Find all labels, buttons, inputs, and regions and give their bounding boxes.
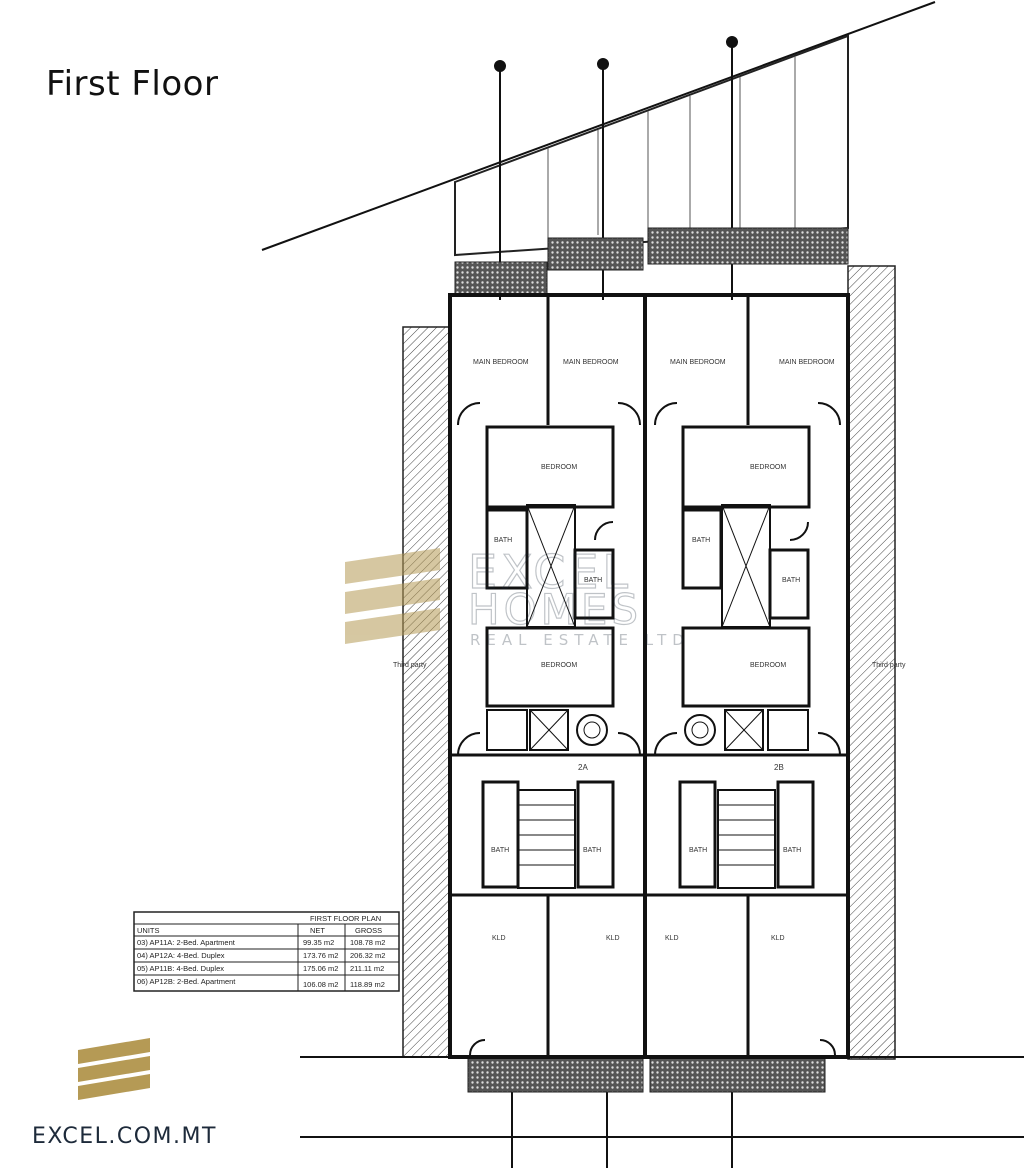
svg-text:HOMES: HOMES [468, 585, 642, 634]
unit-label-2a: 2A [578, 763, 588, 772]
room-label-bedroom-1: BEDROOM [541, 464, 577, 471]
svg-text:REAL ESTATE LTD: REAL ESTATE LTD [470, 631, 690, 649]
party-wall-left [402, 326, 451, 1058]
balcony-top-1 [454, 261, 548, 295]
terrace-outline [454, 34, 849, 257]
section-markers [494, 36, 738, 1168]
schedule-row-1-gross: 108.78 m2 [350, 938, 385, 947]
room-label-kld-1: KLD [492, 935, 506, 942]
area-schedule-table: FIRST FLOOR PLAN UNITS NET GROSS 03) AP1… [133, 911, 400, 992]
brand-logo-icon [78, 1038, 150, 1100]
room-label-bedroom-3: BEDROOM [541, 662, 577, 669]
room-label-bedroom-4: BEDROOM [750, 662, 786, 669]
schedule-row-4-gross: 118.89 m2 [350, 980, 385, 989]
watermark-logo [345, 548, 440, 644]
bedroom-block-a1 [485, 425, 615, 509]
schedule-header-net: NET [310, 926, 325, 935]
schedule-row-2-unit: 04) AP12A: 4-Bed. Duplex [137, 951, 225, 960]
schedule-header-gross: GROSS [355, 926, 382, 935]
party-label-left: Third party [393, 662, 427, 669]
room-label-kld-2: KLD [606, 935, 620, 942]
schedule-row-1-unit: 03) AP11A: 2-Bed. Apartment [137, 938, 236, 947]
schedule-title: FIRST FLOOR PLAN [310, 914, 381, 923]
balcony-bottom-2 [649, 1057, 826, 1093]
room-label-kld-4: KLD [771, 935, 785, 942]
terrace-dividers [499, 56, 796, 250]
schedule-row-3-gross: 211.11 m2 [350, 964, 384, 973]
room-label-main-bedroom-1: MAIN BEDROOM [473, 359, 529, 366]
svg-text:EXCEL: EXCEL [468, 545, 632, 599]
bedroom-block-b1 [681, 425, 811, 509]
building-outline [448, 293, 850, 1059]
watermark-text: EXCEL HOMES REAL ESTATE LTD [467, 544, 690, 649]
schedule-row-3-net: 175.06 m2 [303, 964, 338, 973]
room-label-main-bedroom-2: MAIN BEDROOM [563, 359, 619, 366]
schedule-row-2-net: 173.76 m2 [303, 951, 338, 960]
room-label-bath-6: BATH [583, 847, 601, 854]
room-label-kld-3: KLD [665, 935, 679, 942]
room-label-bath-7: BATH [689, 847, 707, 854]
room-label-bath-8: BATH [783, 847, 801, 854]
bedroom-block-b2 [681, 626, 811, 708]
balcony-top-3 [647, 227, 849, 265]
schedule-row-4-net: 106.08 m2 [303, 980, 338, 989]
schedule-header-units: UNITS [137, 926, 160, 935]
balcony-bottom-1 [467, 1057, 644, 1093]
schedule-row-1-net: 99.35 m2 [303, 938, 334, 947]
room-label-bath-2: BATH [584, 577, 602, 584]
room-label-bath-4: BATH [782, 577, 800, 584]
schedule-row-4-unit: 06) AP12B: 2-Bed. Apartment [137, 977, 236, 986]
site-boundary-line [261, 1, 936, 251]
room-label-main-bedroom-4: MAIN BEDROOM [779, 359, 835, 366]
room-label-bedroom-2: BEDROOM [750, 464, 786, 471]
room-label-bath-1: BATH [494, 537, 512, 544]
room-label-bath-3: BATH [692, 537, 710, 544]
room-label-bath-5: BATH [491, 847, 509, 854]
unit-label-2b: 2B [774, 763, 784, 772]
schedule-row-3-unit: 05) AP11B: 4-Bed. Duplex [137, 964, 224, 973]
balcony-top-2 [547, 237, 644, 271]
brand-website: EXCEL.COM.MT [32, 1124, 217, 1149]
party-wall-right [847, 265, 896, 1060]
party-label-right: Third party [872, 662, 906, 669]
page-title: First Floor [46, 64, 219, 104]
schedule-row-2-gross: 206.32 m2 [350, 951, 385, 960]
room-label-main-bedroom-3: MAIN BEDROOM [670, 359, 726, 366]
